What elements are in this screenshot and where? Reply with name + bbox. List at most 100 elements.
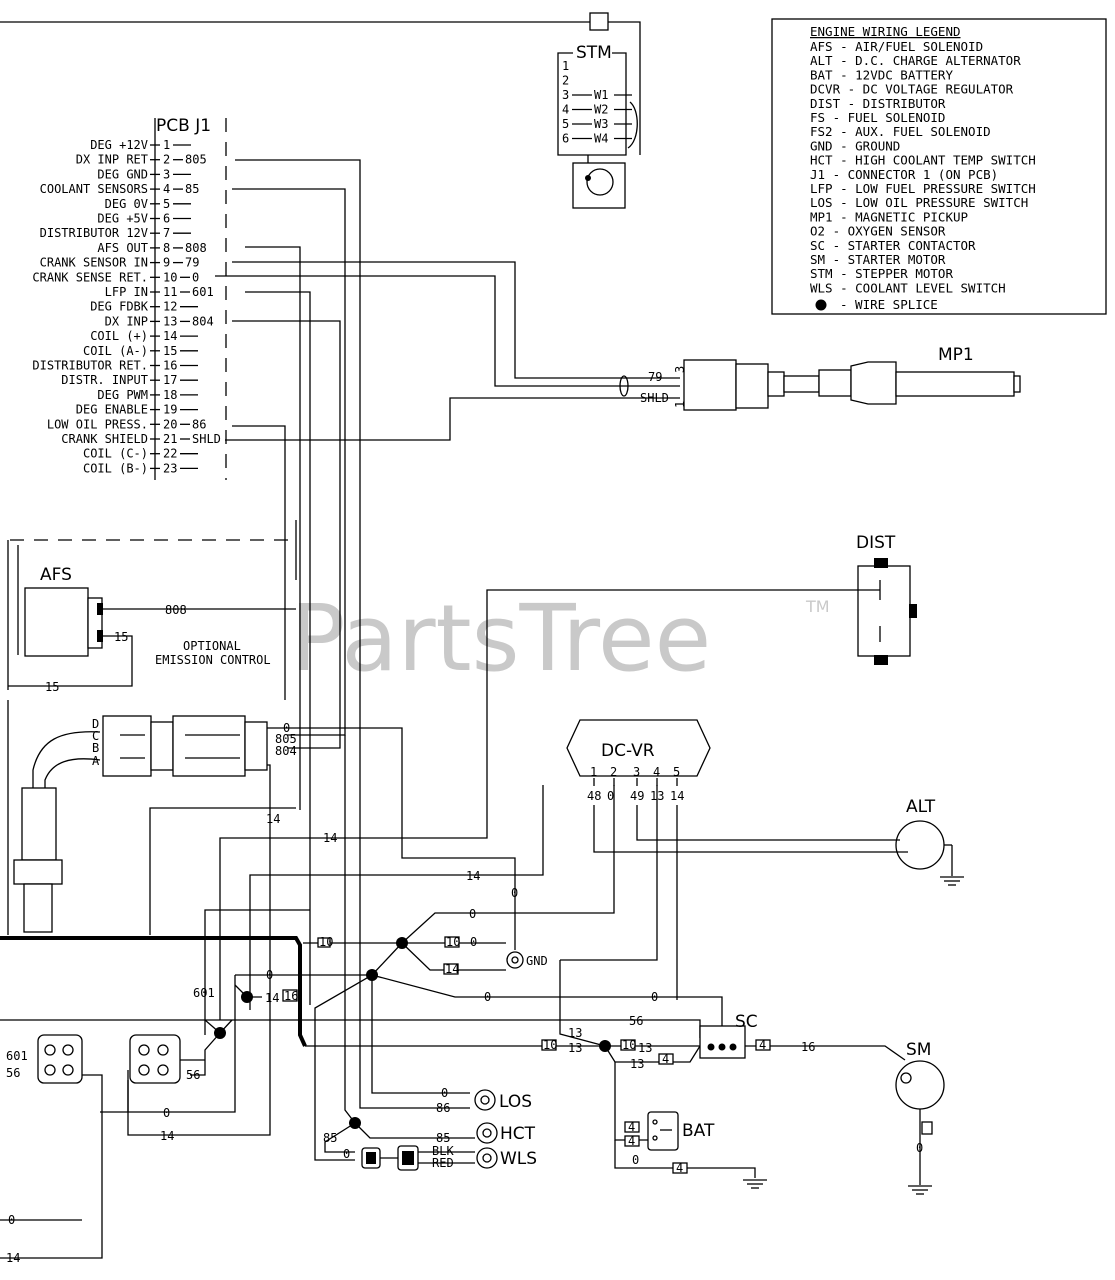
splice-symbol: [815, 299, 827, 311]
pcb-pin-label: DX INP: [105, 314, 148, 328]
legend-box: [771, 18, 1107, 315]
legend-entry: LOS - LOW OIL PRESSURE SWITCH: [810, 195, 1028, 210]
dcvr-pin-wire: 49: [630, 789, 644, 803]
pcb-pin-wire: 601: [192, 285, 214, 299]
wire-13-label-b: 13: [568, 1026, 582, 1040]
pcb-pin-number: 16: [163, 359, 177, 373]
o2-wire-0: 0: [283, 721, 290, 735]
optional-label-1: OPTIONAL: [183, 639, 241, 653]
pcb-pin-label: DEG FDBK: [90, 300, 149, 314]
wire-0-sc-label-b: 0: [651, 990, 658, 1004]
wire-0-label-a: 0: [511, 886, 518, 900]
harness-tag-10-text: 10: [319, 935, 333, 949]
pcb-pin-wire: 808: [185, 241, 207, 255]
bat-tag-4b-text: 4: [628, 1134, 635, 1148]
dist-side-tab: [909, 604, 917, 618]
connector-left-pin-d: [62, 1064, 74, 1076]
legend-entry: O2 - OXYGEN SENSOR: [810, 224, 946, 239]
wire-gnd-0-dcvr: [401, 785, 615, 944]
sm-label: SM: [906, 1040, 931, 1060]
bat-label: BAT: [682, 1121, 715, 1141]
pcb-pin-label: LOW OIL PRESS.: [47, 417, 148, 431]
o2-wire-804: 804: [275, 744, 297, 758]
wire-13-label-a: 13: [568, 1041, 582, 1055]
pcb-pin-number: 11: [163, 285, 177, 299]
pcb-pin-number: 1: [163, 138, 170, 152]
legend: ENGINE WIRING LEGEND AFS - AIR/FUEL SOLE…: [771, 18, 1107, 315]
wls-plug-b-fill: [402, 1151, 414, 1165]
pcb-pin-number: 8: [163, 241, 170, 255]
o2-cable-b: [44, 758, 101, 790]
wire-0-conn: [100, 975, 236, 1113]
o2-pin-b: B: [92, 741, 99, 755]
wire-14-n-label: 14: [265, 991, 279, 1005]
stm-winding: W4: [594, 132, 608, 146]
stm-loop: [627, 101, 638, 149]
mp1-pin-3: 3: [673, 366, 687, 373]
pcb-pin-wire: 85: [185, 182, 199, 196]
oxygen-sensor: O2 D C B A 0 805 804 14: [13, 715, 516, 1136]
o2-plug-a: [102, 715, 152, 777]
wls-switch: [476, 1147, 498, 1169]
afs-label: AFS: [40, 565, 72, 585]
o2-sensor-body: [21, 787, 57, 861]
bat-tag-4c: [672, 1162, 688, 1174]
los-wire-0: 0: [441, 1086, 448, 1100]
pcb-pin-label: DISTRIBUTOR 12V: [40, 226, 148, 240]
connector-left: [37, 1034, 83, 1084]
bat-tag-4c-text: 4: [676, 1161, 683, 1175]
pcb-pin-label: DISTRIBUTOR RET.: [32, 359, 148, 373]
legend-entry: MP1 - MAGNETIC PICKUP: [810, 209, 968, 224]
o2-wire-805: 805: [275, 732, 297, 746]
wire-0-sc-label: 0: [484, 990, 491, 1004]
los-switch: [474, 1089, 496, 1111]
tag-4-sc: [658, 1053, 674, 1065]
mp1-pin-1: 1: [673, 401, 687, 408]
dcvr-pin-number: 4: [653, 765, 660, 779]
pcb-pin-label: DEG +5V: [97, 212, 148, 226]
pcb-pin-wire: SHLD: [192, 432, 221, 446]
hct-switch: [476, 1122, 498, 1144]
wire-48: [593, 805, 908, 853]
wire-808: [245, 246, 301, 810]
pcb-title: PCB J1: [156, 116, 211, 136]
wire-left-14: [0, 1074, 103, 1259]
sm-tag: [921, 1121, 933, 1135]
sm-body: [895, 1060, 945, 1110]
bottom-wire-0: 0: [163, 1106, 170, 1120]
legend-entry: DIST - DISTRIBUTOR: [810, 96, 946, 111]
pcb-pin-label: DEG ENABLE: [76, 403, 148, 417]
stm-winding: W1: [594, 88, 608, 102]
wire-601-splice: [204, 1019, 233, 1034]
connector-left-pin-c: [44, 1064, 56, 1076]
gnd-tag-14-text: 14: [445, 962, 459, 976]
legend-entry: ALT - D.C. CHARGE ALTERNATOR: [810, 53, 1021, 68]
wire-85-wls: [324, 1122, 356, 1153]
tag-10-sc-b: [620, 1039, 636, 1051]
stm-pin: 5: [562, 117, 569, 131]
pcb-pin-wire: 0: [192, 270, 199, 284]
afs-optional-emission: AFS 808 15 15 OPTIONAL EMISSION CONTROL: [7, 539, 296, 935]
o2-pin-c: C: [92, 729, 99, 743]
connector-mid-pin-b: [157, 1044, 169, 1056]
connector-left-56: 56: [6, 1066, 20, 1080]
legend-entry: STM - STEPPER MOTOR: [810, 266, 953, 281]
dcvr-pin-wire: 48: [587, 789, 601, 803]
wire-16-label: 16: [801, 1040, 815, 1054]
sc-label: SC: [735, 1012, 758, 1032]
los-label: LOS: [499, 1092, 532, 1112]
sc-terminal-b: [718, 1043, 726, 1051]
afs-pin-b: [97, 630, 103, 642]
wire-14-label-b: 14: [323, 831, 337, 845]
pcb-pin-label: AFS OUT: [97, 241, 148, 255]
legend-entry: FS2 - AUX. FUEL SOLENOID: [810, 124, 991, 139]
wire-left-14-label: 14: [6, 1251, 20, 1265]
pcb-pin-number: 13: [163, 314, 177, 328]
connector-left-pin-b: [62, 1044, 74, 1056]
wls-switch-inner: [482, 1153, 492, 1163]
connector-mid-pin-a: [138, 1044, 150, 1056]
gnd-wire-0: 0: [469, 907, 476, 921]
